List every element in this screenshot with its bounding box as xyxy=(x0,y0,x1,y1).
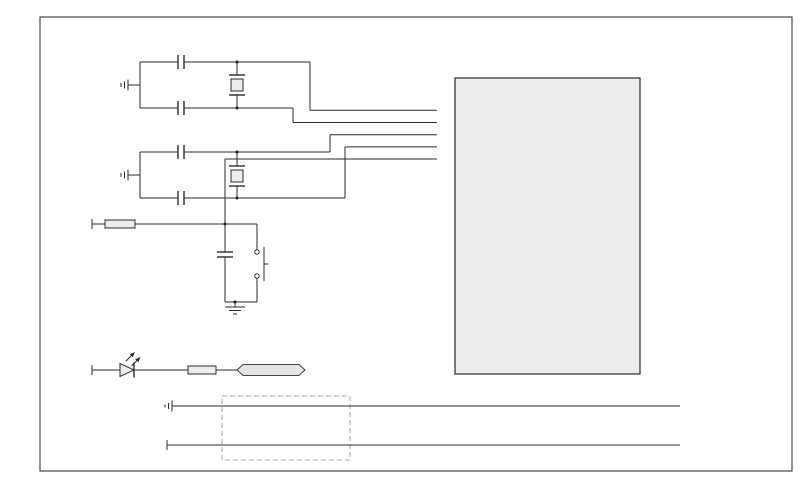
led-arrowhead xyxy=(129,352,135,358)
switch-contact xyxy=(254,273,260,279)
junction-dot xyxy=(235,60,239,64)
status-led-circuit xyxy=(91,352,306,378)
resistor-body xyxy=(187,365,217,375)
led-triangle xyxy=(119,362,136,378)
crystal-circuit-y2 xyxy=(120,134,437,205)
ic-body xyxy=(454,77,641,375)
junction-dot xyxy=(235,150,239,154)
microcontroller-u3 xyxy=(454,77,641,375)
crystal-body xyxy=(230,78,244,92)
crystal-body xyxy=(230,169,244,183)
junction-dot xyxy=(235,196,239,200)
decoupling-cap-bank xyxy=(164,395,680,461)
led-arrowhead xyxy=(135,357,141,363)
reset-circuit xyxy=(91,158,437,315)
crystal-circuit-y1 xyxy=(120,55,437,123)
resistor-body xyxy=(104,219,136,229)
schematic-border xyxy=(39,16,793,472)
switch-contact xyxy=(254,249,260,255)
junction-dot xyxy=(235,106,239,110)
vdda-region-box xyxy=(221,395,351,461)
net-flag xyxy=(236,364,306,376)
